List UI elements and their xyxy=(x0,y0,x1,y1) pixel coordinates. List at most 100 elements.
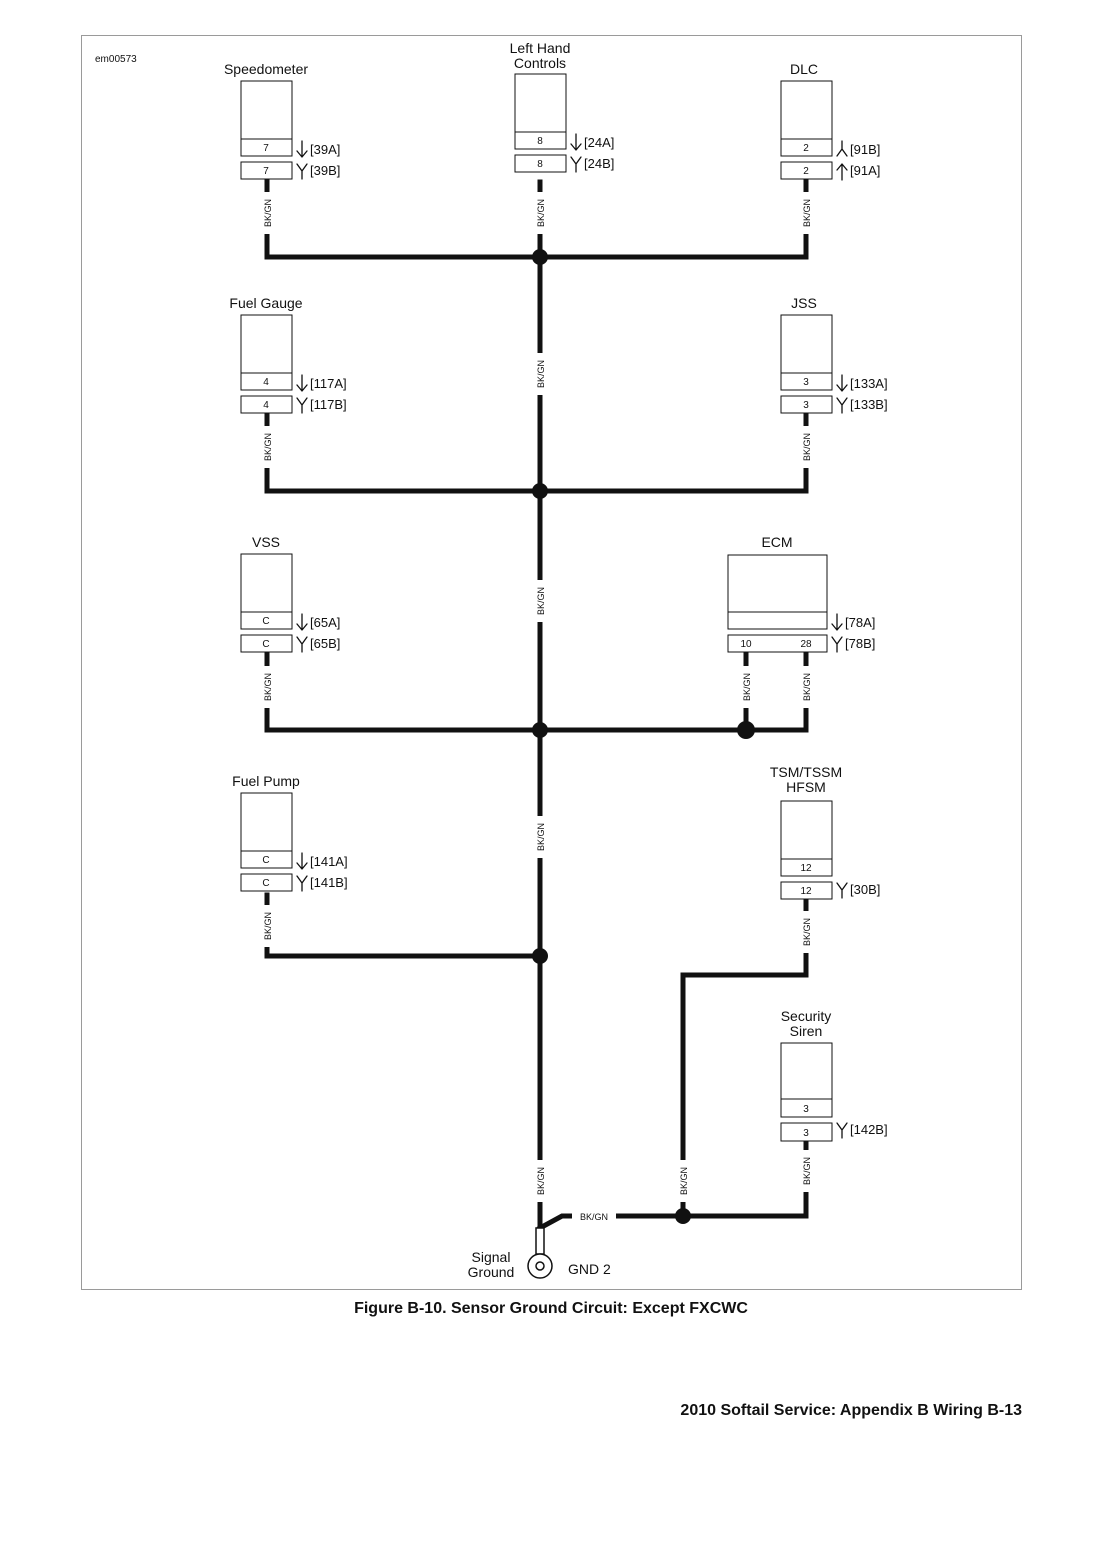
female-connector-icon xyxy=(296,852,308,870)
female-connector-icon xyxy=(570,133,582,151)
page-footer: 2010 Softail Service: Appendix B Wiring … xyxy=(680,1402,1022,1419)
wire-vss-ecm xyxy=(264,652,809,733)
splice-dot xyxy=(737,721,755,739)
vss-body xyxy=(240,553,293,613)
vss-pin-a-cell xyxy=(240,611,293,630)
female-connector-icon xyxy=(836,374,848,392)
wire-label: BK/GN xyxy=(536,1167,546,1195)
jss-pin-b-cell xyxy=(780,395,833,414)
pin-number: 3 xyxy=(803,1104,809,1115)
lhc-pin-a-cell xyxy=(514,131,567,150)
tsm-pin-b-cell xyxy=(780,881,833,900)
pin-number: 28 xyxy=(800,639,812,650)
diagram-frame xyxy=(81,35,1022,1290)
connector-ref: [133A] xyxy=(850,376,888,391)
ground-label-line2: Ground xyxy=(468,1264,515,1280)
dlc-pin-b-cell xyxy=(780,161,833,180)
vss-label: VSS xyxy=(252,534,280,550)
pin-number: 4 xyxy=(263,400,269,411)
pin-number: 7 xyxy=(263,166,269,177)
connector-ref: [142B] xyxy=(850,1122,888,1137)
wire-label: BK/GN xyxy=(263,433,273,461)
lhc-label-line1: Left Hand xyxy=(510,40,571,56)
wire-fuel-gauge xyxy=(264,413,809,494)
male-connector-icon xyxy=(296,163,308,180)
siren-label-line2: Siren xyxy=(790,1023,823,1039)
fuel-gauge-label: Fuel Gauge xyxy=(229,295,302,311)
male-connector-icon xyxy=(831,636,843,653)
pin-number: 4 xyxy=(263,377,269,388)
pin-number: C xyxy=(262,616,269,627)
female-connector-icon xyxy=(296,140,308,158)
fuel-pump-label: Fuel Pump xyxy=(232,773,300,789)
wire-label: BK/GN xyxy=(742,673,752,701)
lhc-body xyxy=(514,73,567,133)
fuel-gauge-pin-a-cell xyxy=(240,372,293,391)
fuel-pump-pin-a-cell xyxy=(240,850,293,869)
connector-ref: [141B] xyxy=(310,875,348,890)
ground-id: GND 2 xyxy=(568,1261,611,1277)
jss-body xyxy=(780,314,833,374)
connector-ref: [78A] xyxy=(845,615,875,630)
wire-label: BK/GN xyxy=(802,918,812,946)
lhc-pin-b-cell xyxy=(514,154,567,173)
figure-caption: Figure B-10. Sensor Ground Circuit: Exce… xyxy=(354,1300,748,1317)
fuel-pump-body xyxy=(240,792,293,852)
fuel-gauge-body xyxy=(240,314,293,374)
male-connector-icon xyxy=(296,397,308,414)
wire-label: BK/GN xyxy=(263,912,273,940)
pin-number: 7 xyxy=(263,143,269,154)
male-connector-icon xyxy=(836,882,848,899)
splice-dot xyxy=(532,948,548,964)
speedometer-pin-b-cell xyxy=(240,161,293,180)
vss-pin-b-cell xyxy=(240,634,293,653)
male-connector-icon xyxy=(296,875,308,892)
figure-id: em00573 xyxy=(95,54,137,65)
connector-ref: [117B] xyxy=(310,397,347,412)
wire-label: BK/GN xyxy=(263,199,273,227)
female-connector-icon xyxy=(296,374,308,392)
ecm-pin-a-cell xyxy=(727,611,828,630)
pin-number: 2 xyxy=(803,143,809,154)
connector-ref: [78B] xyxy=(845,636,875,651)
connector-ref: [24A] xyxy=(584,135,614,150)
wire-label: BK/GN xyxy=(536,587,546,615)
signal-ground-symbol xyxy=(527,1227,553,1279)
male-connector-icon xyxy=(836,1122,848,1139)
wire-label: BK/GN xyxy=(802,199,812,227)
siren-label-line1: Security xyxy=(781,1008,832,1024)
wire-label: BK/GN xyxy=(536,823,546,851)
wire-label: BK/GN xyxy=(802,1157,812,1185)
tsm-label-line1: TSM/TSSM xyxy=(770,764,842,780)
tsm-label-line2: HFSM xyxy=(786,779,826,795)
connector-ref: [141A] xyxy=(310,854,348,869)
connector-ref: [24B] xyxy=(584,156,614,171)
splice-dot xyxy=(675,1208,691,1224)
pin-number: 10 xyxy=(740,639,752,650)
ground-label-line1: Signal xyxy=(472,1249,511,1265)
pin-number: C xyxy=(262,855,269,866)
connector-ref: [65A] xyxy=(310,615,340,630)
pin-number: C xyxy=(262,639,269,650)
male-connector-inverted-icon xyxy=(836,140,848,157)
female-connector-inverted-icon xyxy=(836,163,848,181)
speedometer-body xyxy=(240,80,293,140)
splice-dot xyxy=(532,483,548,499)
jss-label: JSS xyxy=(791,295,817,311)
pin-number: 3 xyxy=(803,377,809,388)
female-connector-icon xyxy=(831,613,843,631)
pin-number: 12 xyxy=(800,863,812,874)
pin-number: 12 xyxy=(800,886,812,897)
wire-label: BK/GN xyxy=(536,360,546,388)
wire-label: BK/GN xyxy=(679,1167,689,1195)
pin-number: 8 xyxy=(537,136,543,147)
ecm-label: ECM xyxy=(761,534,792,550)
fuel-pump-pin-b-cell xyxy=(240,873,293,892)
splice-dot xyxy=(532,722,548,738)
wire-label: BK/GN xyxy=(802,433,812,461)
wire-fuel-pump xyxy=(264,892,543,959)
male-connector-icon xyxy=(570,156,582,173)
splice-dot xyxy=(532,249,548,265)
ecm-pin-b-cell xyxy=(727,634,828,653)
